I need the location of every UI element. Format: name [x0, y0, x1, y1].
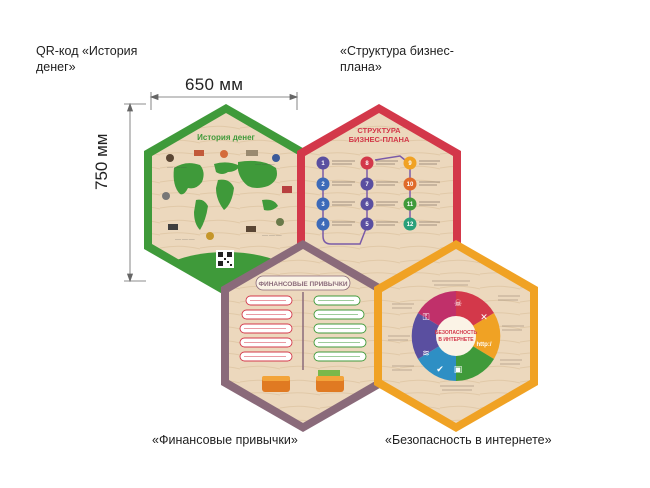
step-9 — [403, 156, 417, 170]
step-label-5: 5 — [365, 222, 369, 228]
caption-structure: «Структура бизнес-плана» — [340, 44, 454, 74]
step-label-9: 9 — [408, 161, 412, 167]
structure-steps — [316, 156, 417, 231]
step-descriptions — [332, 160, 440, 226]
world-map — [173, 160, 278, 230]
step-label-7: 7 — [365, 182, 369, 188]
svg-text:—— —— ——: —— —— —— — [262, 233, 282, 237]
structure-panel-title-line2: БИЗНЕС-ПЛАНА — [349, 135, 410, 144]
step-label-2: 2 — [321, 182, 325, 188]
step-label-10: 10 — [407, 182, 414, 188]
step-2 — [316, 177, 330, 191]
lock-icon: ✕ — [480, 313, 488, 323]
id-card-icon: ▣ — [454, 365, 463, 375]
history-panel-title: История денег — [197, 133, 255, 142]
step-8 — [360, 156, 374, 170]
svg-text:—— —— ——: —— —— —— — [167, 165, 187, 169]
good-habits-list — [313, 295, 367, 362]
step-11 — [403, 197, 417, 211]
step-6 — [360, 197, 374, 211]
security-tips — [388, 280, 524, 391]
caption-security: «Безопасность в интернете» — [385, 433, 552, 447]
step-label-11: 11 — [407, 202, 414, 208]
svg-text:—— —— ——: —— —— —— — [175, 237, 195, 241]
wifi-icon: ≋ — [422, 349, 430, 359]
step-label-4: 4 — [321, 222, 325, 228]
security-panel-title-line1: БЕЗОПАСНОСТЬ — [435, 330, 478, 336]
shield-icon: ⚿ — [423, 313, 430, 323]
security-panel-title-line2: В ИНТЕРНЕТЕ — [438, 337, 474, 343]
svg-text:—— —— ——: —— —— —— — [255, 162, 275, 166]
internet-security-panel: БЕЗОПАСНОСТЬ В ИНТЕРНЕТЕ ☠ ✕ ⚿ ≋ ▣ ✔ htt… — [374, 240, 538, 432]
wallet-icon-empty — [262, 376, 290, 392]
step-label-6: 6 — [365, 202, 369, 208]
financial-habits-panel: ФИНАНСОВЫЕ ПРИВЫЧКИ — [221, 240, 385, 432]
step-7 — [360, 177, 374, 191]
finance-panel-title: ФИНАНСОВЫЕ ПРИВЫЧКИ — [258, 281, 347, 288]
structure-panel-title-line1: СТРУКТУРА — [357, 126, 401, 135]
step-label-1: 1 — [321, 161, 325, 167]
step-1 — [316, 156, 330, 170]
step-label-8: 8 — [365, 161, 369, 167]
shield-check-icon: ✔ — [436, 365, 444, 375]
http-badge: http:/ — [477, 342, 492, 348]
step-12 — [403, 217, 417, 231]
height-dimension-line — [124, 102, 146, 283]
business-plan-structure-panel: СТРУКТУРА БИЗНЕС-ПЛАНА 1 2 — [297, 104, 461, 296]
step-label-3: 3 — [321, 202, 325, 208]
step-3 — [316, 197, 330, 211]
flow-connectors — [322, 155, 411, 245]
security-wheel — [411, 291, 501, 381]
caption-finance: «Финансовые привычки» — [152, 433, 298, 447]
hacker-icon: ☠ — [454, 299, 462, 309]
money-icons: —— —— —— —— —— —— —— —— —— —— —— —— — [162, 150, 292, 241]
qr-code — [216, 250, 234, 268]
caption-history: QR-код «История денег» — [36, 44, 138, 74]
width-dimension-label: 650 мм — [185, 75, 244, 94]
step-10 — [403, 177, 417, 191]
step-label-12: 12 — [407, 222, 414, 228]
wallet-icon-full — [316, 370, 344, 392]
step-5 — [360, 217, 374, 231]
width-dimension-line — [149, 92, 299, 110]
step-4 — [316, 217, 330, 231]
